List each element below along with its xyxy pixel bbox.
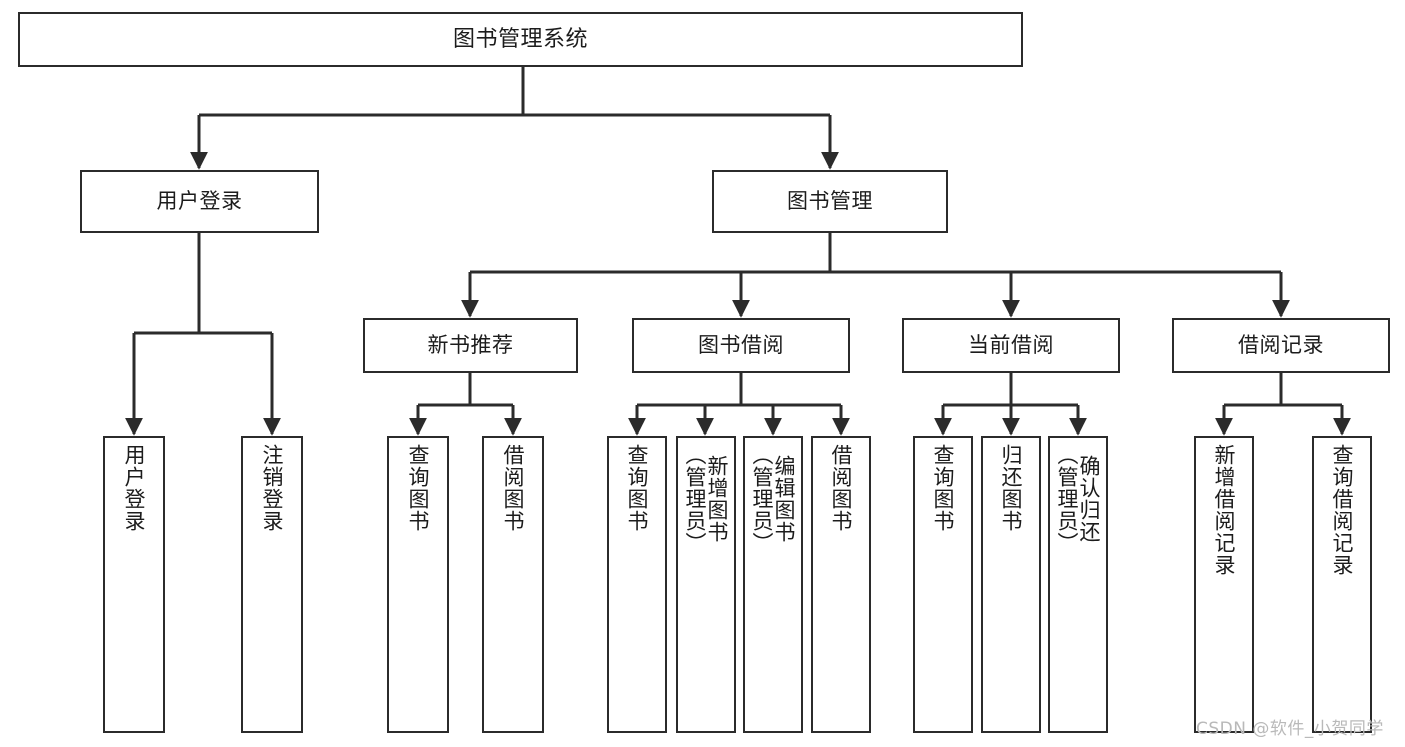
node-user-login[interactable]: 用户登录 <box>80 170 319 233</box>
node-leaf-current-borrow-return[interactable]: 归还图书 <box>981 436 1041 733</box>
node-label: 用户登录 <box>122 444 147 532</box>
node-root-system[interactable]: 图书管理系统 <box>18 12 1023 67</box>
node-label: 借阅记录 <box>1238 333 1324 358</box>
node-label: 编辑图书 （管理员） <box>750 444 797 554</box>
node-label: 借阅图书 <box>501 444 526 532</box>
node-leaf-user-login-signin[interactable]: 用户登录 <box>103 436 165 733</box>
node-label: 图书管理 <box>787 189 873 214</box>
node-label: 新书推荐 <box>427 333 514 358</box>
node-label: 查询图书 <box>625 444 650 532</box>
node-label: 图书管理系统 <box>452 26 588 52</box>
node-leaf-borrow-record-add[interactable]: 新增借阅记录 <box>1194 436 1254 733</box>
node-label: 注销登录 <box>260 444 285 532</box>
node-leaf-book-borrow-edit[interactable]: 编辑图书 （管理员） <box>743 436 803 733</box>
node-leaf-book-borrow-borrow[interactable]: 借阅图书 <box>811 436 871 733</box>
node-leaf-current-borrow-confirm[interactable]: 确认归还 （管理员） <box>1048 436 1108 733</box>
node-new-book-recommend[interactable]: 新书推荐 <box>363 318 578 373</box>
node-label: 当前借阅 <box>968 333 1054 358</box>
node-book-borrow[interactable]: 图书借阅 <box>632 318 850 373</box>
node-label: 新增图书 （管理员） <box>683 444 730 554</box>
node-current-borrow[interactable]: 当前借阅 <box>902 318 1120 373</box>
node-borrow-record[interactable]: 借阅记录 <box>1172 318 1390 373</box>
node-leaf-new-book-query[interactable]: 查询图书 <box>387 436 449 733</box>
node-label: 图书借阅 <box>698 333 784 358</box>
node-label: 查询图书 <box>931 444 956 532</box>
node-book-management[interactable]: 图书管理 <box>712 170 948 233</box>
node-leaf-book-borrow-query[interactable]: 查询图书 <box>607 436 667 733</box>
node-label: 查询借阅记录 <box>1330 444 1355 576</box>
node-leaf-current-borrow-query[interactable]: 查询图书 <box>913 436 973 733</box>
node-leaf-book-borrow-add[interactable]: 新增图书 （管理员） <box>676 436 736 733</box>
node-label: 新增借阅记录 <box>1212 444 1237 576</box>
node-label: 归还图书 <box>999 444 1024 532</box>
node-label: 借阅图书 <box>829 444 854 532</box>
node-label: 用户登录 <box>156 189 243 214</box>
node-leaf-user-login-signout[interactable]: 注销登录 <box>241 436 303 733</box>
node-leaf-new-book-borrow[interactable]: 借阅图书 <box>482 436 544 733</box>
node-leaf-borrow-record-query[interactable]: 查询借阅记录 <box>1312 436 1372 733</box>
node-label: 查询图书 <box>406 444 431 532</box>
node-label: 确认归还 （管理员） <box>1055 444 1102 554</box>
